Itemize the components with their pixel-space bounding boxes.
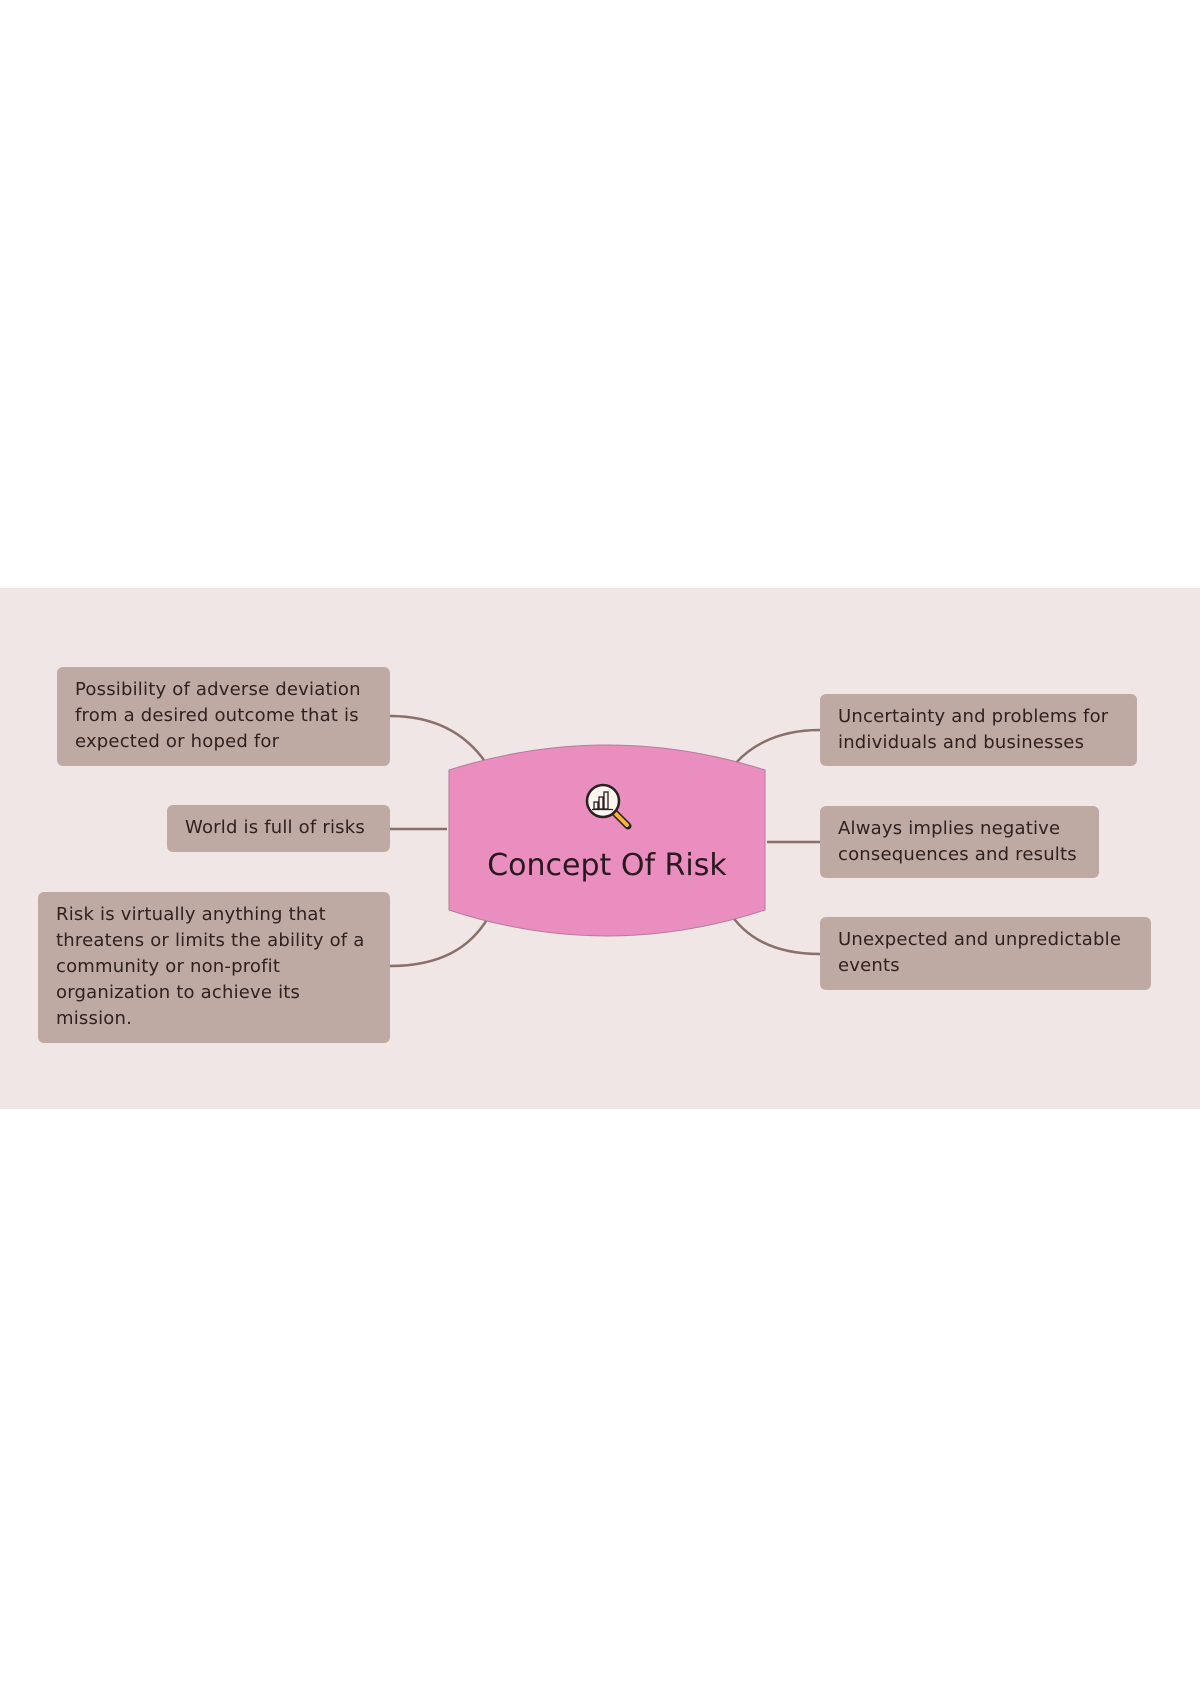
right-node-negative-consequences[interactable]: Always implies negative consequences and…: [820, 806, 1099, 878]
node-text: Always implies negative consequences and…: [838, 818, 1077, 865]
central-topic-title: Concept Of Risk: [487, 848, 727, 883]
central-topic-node[interactable]: Concept Of Risk: [447, 740, 767, 940]
node-text: Uncertainty and problems for individuals…: [838, 706, 1109, 753]
left-node-world-full-of-risks[interactable]: World is full of risks: [167, 805, 390, 852]
left-node-risk-definition[interactable]: Risk is virtually anything that threaten…: [38, 892, 390, 1043]
central-topic-shape: [448, 744, 766, 937]
node-text: Possibility of adverse deviation from a …: [75, 679, 361, 752]
node-text: World is full of risks: [185, 817, 365, 838]
right-node-uncertainty[interactable]: Uncertainty and problems for individuals…: [820, 694, 1137, 766]
left-node-possibility[interactable]: Possibility of adverse deviation from a …: [57, 667, 390, 766]
node-text: Risk is virtually anything that threaten…: [56, 904, 365, 1029]
node-text: Unexpected and unpredictable events: [838, 929, 1122, 976]
right-node-unexpected-events[interactable]: Unexpected and unpredictable events: [820, 917, 1151, 990]
mind-map-panel: Concept Of Risk Possibility of adverse d…: [0, 588, 1200, 1109]
magnifier-bar-chart-icon: [582, 780, 634, 832]
